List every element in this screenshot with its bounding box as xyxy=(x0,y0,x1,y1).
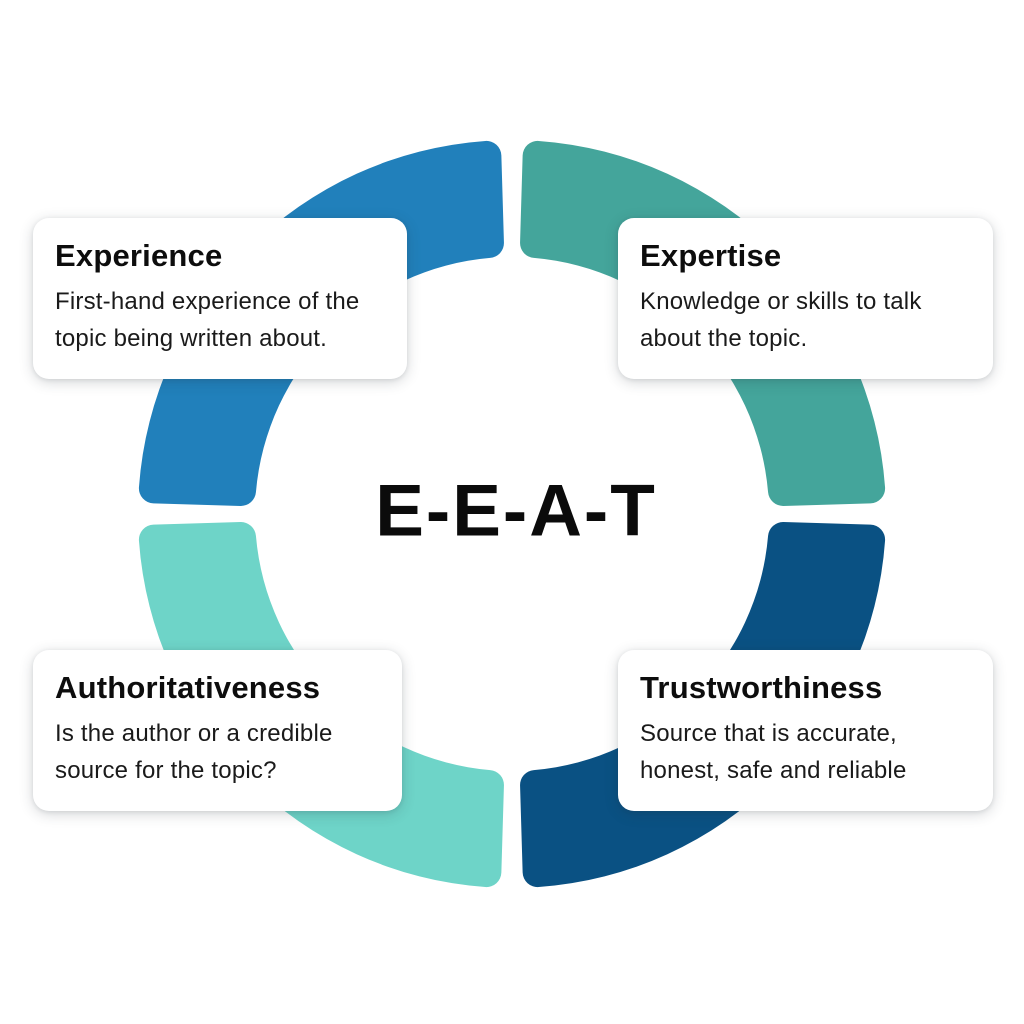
center-title: E-E-A-T xyxy=(375,470,657,552)
card-experience: Experience First-hand experience of the … xyxy=(33,218,407,379)
card-authoritativeness-title: Authoritativeness xyxy=(55,670,321,705)
card-expertise-description: Knowledge or skills to talk about the to… xyxy=(640,288,922,352)
card-trustworthiness: Trustworthiness Source that is accurate,… xyxy=(618,650,993,811)
card-trustworthiness-description: Source that is accurate, honest, safe an… xyxy=(640,720,907,784)
card-expertise: Expertise Knowledge or skills to talk ab… xyxy=(618,218,993,379)
card-authoritativeness: Authoritativeness Is the author or a cre… xyxy=(33,650,402,811)
card-authoritativeness-description: Is the author or a credible source for t… xyxy=(55,720,333,784)
card-expertise-title: Expertise xyxy=(640,238,782,273)
card-experience-description: First-hand experience of the topic being… xyxy=(55,288,360,352)
card-experience-title: Experience xyxy=(55,238,223,273)
card-trustworthiness-title: Trustworthiness xyxy=(640,670,883,705)
